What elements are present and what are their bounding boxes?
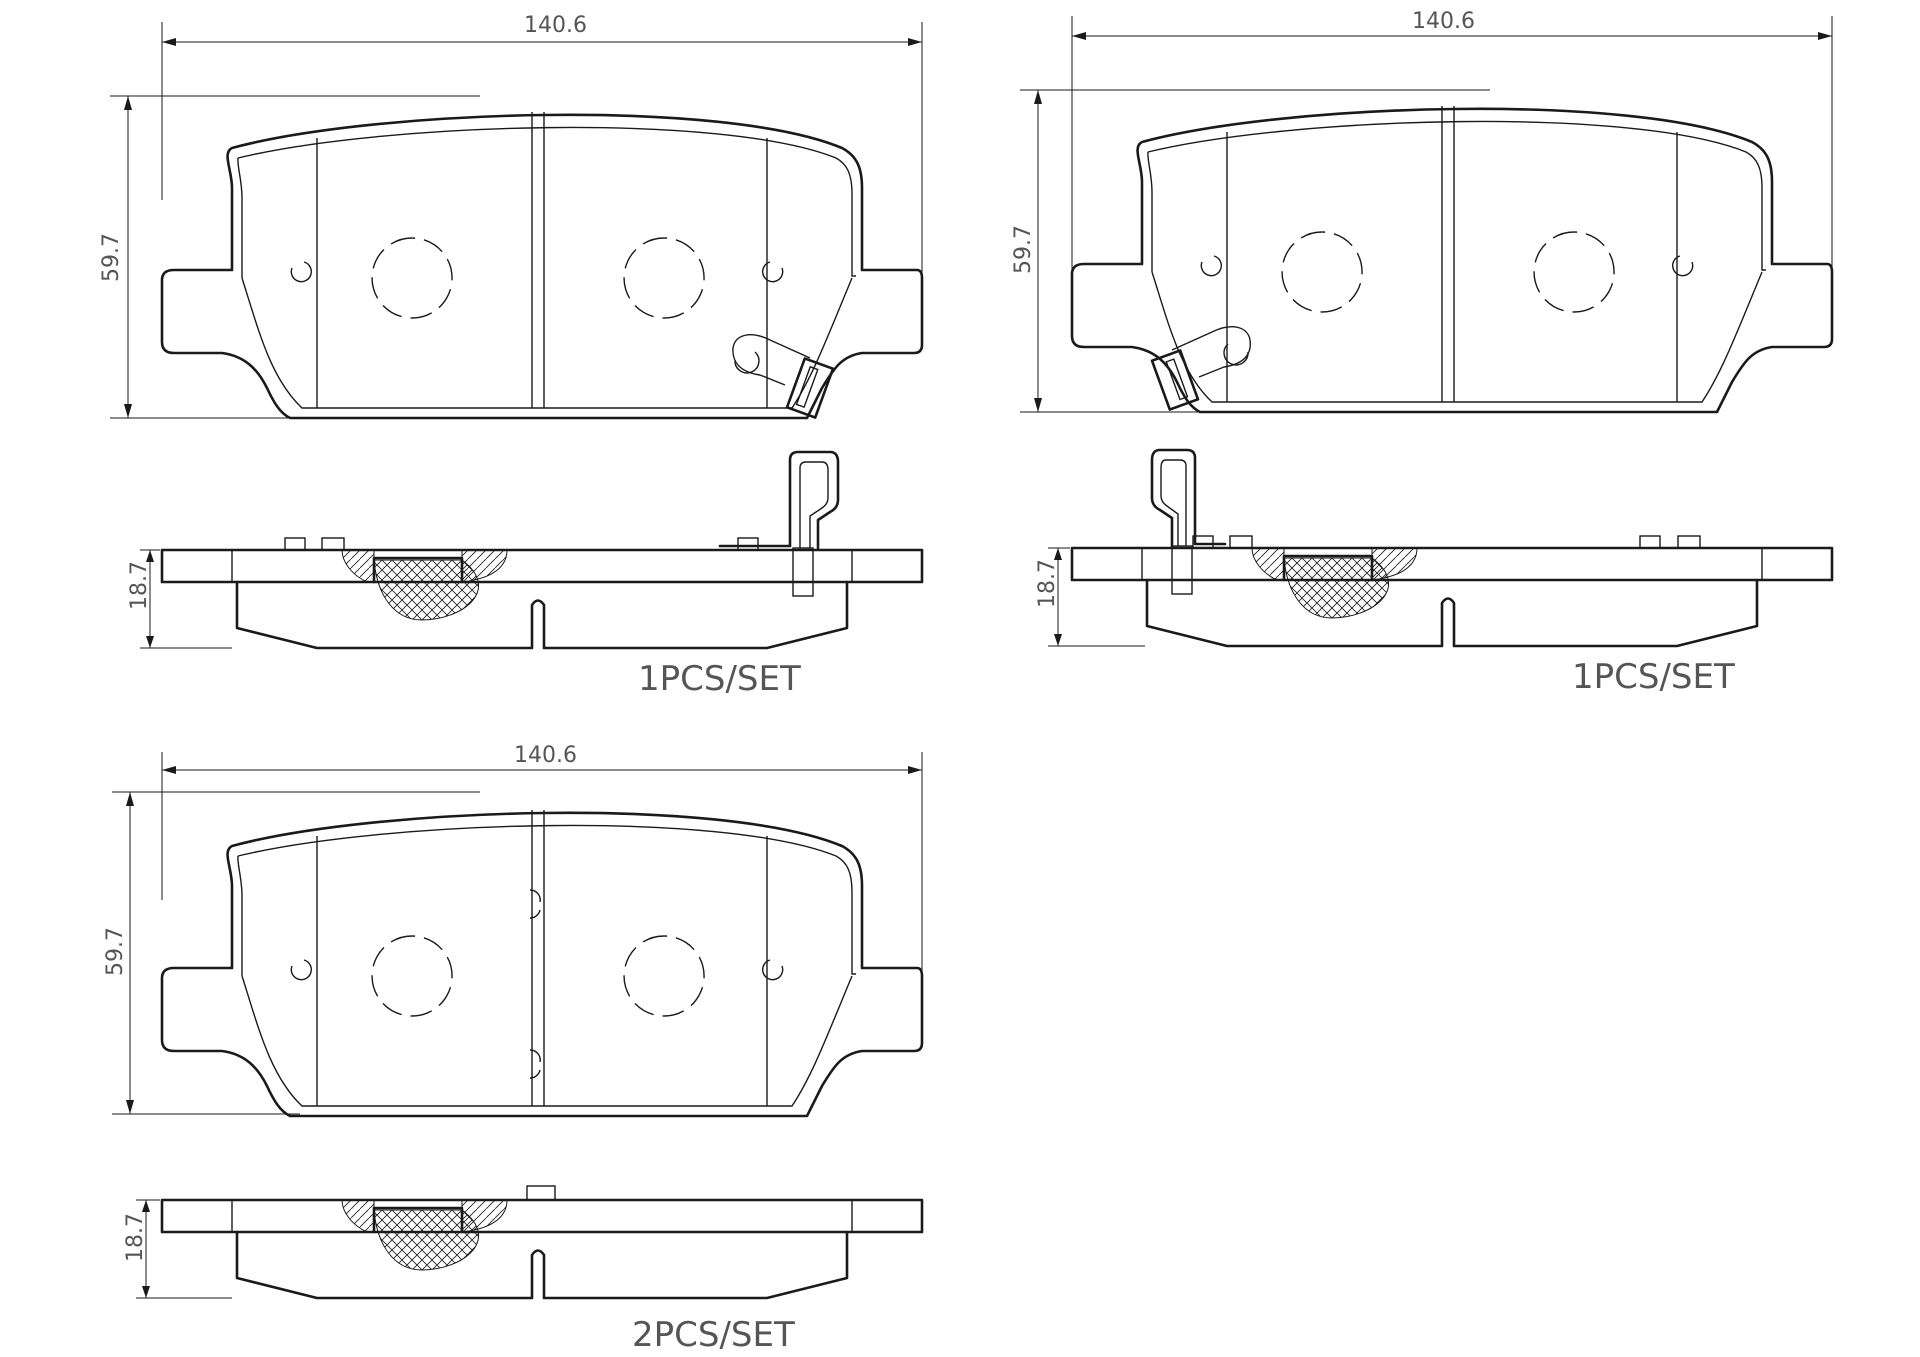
pad-c-side-view xyxy=(160,1198,924,1300)
pad-c-height-label: 59.7 xyxy=(103,927,128,976)
pad-b-thickness-label: 18.7 xyxy=(1035,559,1060,608)
pad-c-height-dimension: 59.7 xyxy=(103,791,480,1115)
pad-a-side-clips xyxy=(284,450,840,597)
pad-b-drawing: 140.6 59.7 18.7 1PCS/SET xyxy=(1011,9,1834,697)
pad-a-width-label: 140.6 xyxy=(524,13,587,38)
pad-c-drawing: 140.6 59.7 18.7 2PCS/SET xyxy=(103,743,924,1355)
pad-c-thickness-dimension: 18.7 xyxy=(123,1199,232,1299)
pad-a-thickness-label: 18.7 xyxy=(127,561,152,610)
pad-b-side-view xyxy=(1070,546,1834,648)
pad-b-width-dimension: 140.6 xyxy=(1071,9,1833,290)
pad-b-side-clips xyxy=(1150,448,1701,595)
pad-a-drawing: 140.6 59.7 18.7 1 xyxy=(99,13,924,699)
pad-c-width-label: 140.6 xyxy=(514,743,577,768)
pad-a-height-label: 59.7 xyxy=(99,233,124,282)
pad-b-thickness-dimension: 18.7 xyxy=(1035,547,1145,647)
pad-c-thickness-label: 18.7 xyxy=(123,1213,148,1262)
pad-a-thickness-dimension: 18.7 xyxy=(127,549,232,649)
pad-a-height-dimension: 59.7 xyxy=(99,95,480,419)
pad-c-width-dimension: 140.6 xyxy=(161,743,923,990)
pad-b-height-label: 59.7 xyxy=(1011,225,1036,274)
pad-b-quantity-label: 1PCS/SET xyxy=(1572,657,1735,697)
pad-c-center-notches xyxy=(529,889,541,1079)
pad-b-wear-sensor xyxy=(1150,326,1251,411)
pad-a-width-dimension: 140.6 xyxy=(161,13,923,300)
pad-c-front-view xyxy=(160,808,924,1118)
pad-c-quantity-label: 2PCS/SET xyxy=(632,1315,795,1355)
pad-a-quantity-label: 1PCS/SET xyxy=(638,659,801,699)
pad-a-wear-sensor xyxy=(732,334,835,419)
pad-a-side-view xyxy=(160,548,924,650)
pad-c-side-clips xyxy=(526,1185,556,1201)
pad-b-height-dimension: 59.7 xyxy=(1011,89,1490,413)
pad-b-width-label: 140.6 xyxy=(1412,9,1475,34)
